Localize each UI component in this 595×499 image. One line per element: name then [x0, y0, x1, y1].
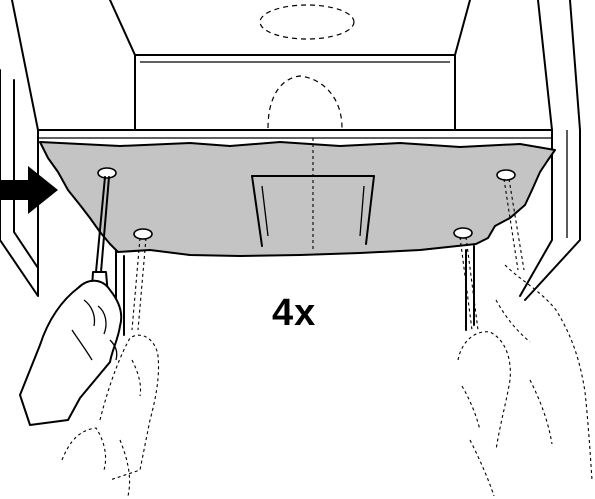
hood-frame-rim [37, 129, 553, 139]
filter-handle [251, 175, 375, 247]
duct-top-outline [259, 4, 355, 40]
dashed-screwdriver-outlines [131, 178, 525, 331]
screw-count-label: 4x [272, 292, 317, 334]
hood-cavity [109, 0, 471, 131]
screw-icon [453, 227, 473, 239]
duct-bottom-outline [267, 75, 343, 129]
grease-filter-panel [39, 141, 556, 257]
screw-icon [97, 167, 117, 179]
dashed-hand-outlines [61, 264, 593, 497]
screw-icon [496, 169, 516, 181]
screw-icon-group [97, 167, 516, 240]
push-arrow-icon [0, 166, 58, 214]
hood-left-wall [0, 0, 39, 297]
hand-icon [19, 279, 123, 426]
hood-right-wall [519, 0, 581, 301]
screw-icon [133, 228, 153, 240]
